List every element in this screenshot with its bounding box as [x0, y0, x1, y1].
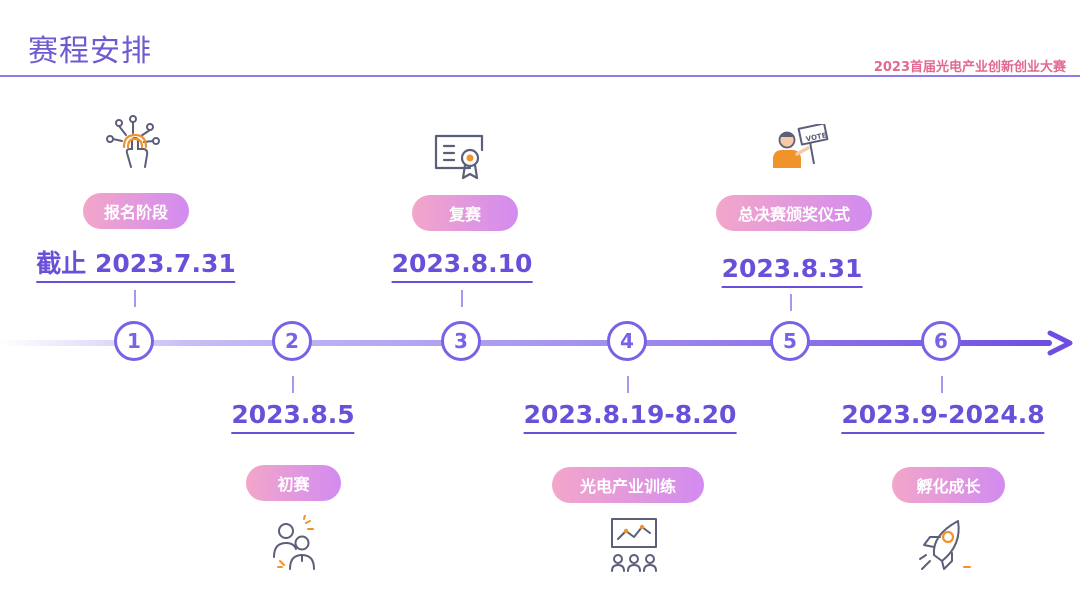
stage-label-1: 报名阶段: [83, 193, 189, 229]
stage-node-5: 5: [770, 321, 810, 361]
stage-date-1: 截止 2023.7.31: [36, 248, 236, 283]
stage-node-2: 2: [272, 321, 312, 361]
certificate-icon: [434, 134, 484, 180]
stage-node-4: 4: [607, 321, 647, 361]
header-divider: [0, 75, 1080, 77]
stage-tick-3: [461, 290, 463, 307]
stage-node-6: 6: [921, 321, 961, 361]
stage-node-3: 3: [441, 321, 481, 361]
rocket-icon: [919, 520, 971, 570]
stage-node-1: 1: [114, 321, 154, 361]
stage-date-2: 2023.8.5: [231, 399, 355, 434]
people-idea-icon: [273, 515, 315, 570]
page-title: 赛程安排: [28, 34, 152, 69]
vote-sign-icon: VOTE: [773, 124, 829, 168]
stage-date-4: 2023.8.19-8.20: [523, 399, 737, 434]
stage-label-6: 孵化成长: [892, 467, 1005, 503]
stage-tick-6: [941, 376, 943, 393]
stage-tick-2: [292, 376, 294, 393]
stage-date-5: 2023.8.31: [721, 253, 863, 288]
timeline-axis: [0, 340, 1052, 346]
stage-label-3: 复赛: [412, 195, 518, 231]
stage-label-5: 总决赛颁奖仪式: [716, 195, 872, 231]
stage-date-3: 2023.8.10: [391, 248, 533, 283]
stage-label-2: 初赛: [246, 465, 341, 501]
event-name: 2023首届光电产业创新创业大赛: [873, 60, 1066, 75]
stage-tick-4: [627, 376, 629, 393]
stage-tick-1: [134, 290, 136, 307]
touch-network-icon: [106, 115, 160, 168]
arrow-right-icon: [1047, 330, 1073, 356]
stage-tick-5: [790, 294, 792, 311]
presentation-training-icon: [611, 518, 657, 572]
stage-date-6: 2023.9-2024.8: [841, 399, 1045, 434]
stage-label-4: 光电产业训练: [552, 467, 704, 503]
